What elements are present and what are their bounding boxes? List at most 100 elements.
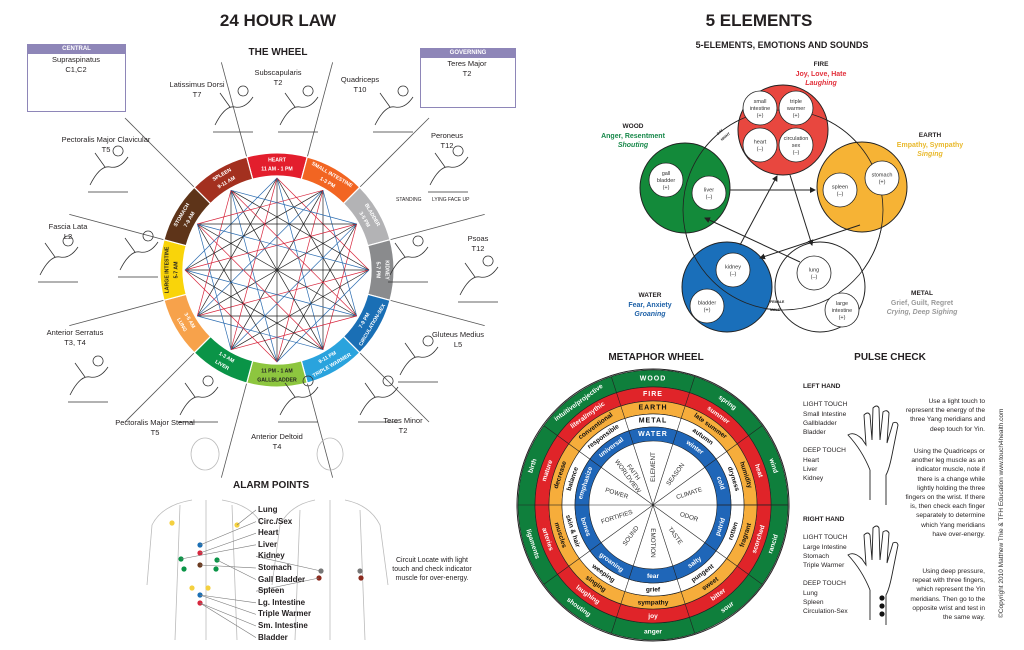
ring-divider xyxy=(628,430,634,445)
pulse-para-3: Using deep pressure, repeat with three f… xyxy=(910,568,985,622)
wheel-title: THE WHEEL xyxy=(248,47,308,58)
star-line xyxy=(184,269,357,317)
muscle-test-figure-icon xyxy=(278,375,319,423)
meridian: Kidney xyxy=(803,475,824,483)
deep-touch-label: DEEP TOUCH xyxy=(803,580,846,588)
meridian: Triple Warmer xyxy=(803,562,845,570)
organ-circle xyxy=(822,172,858,208)
alarm-point-label: Bladder xyxy=(258,632,288,642)
meridian: Liver xyxy=(803,465,818,473)
muscle-name: Subscapularis xyxy=(254,68,302,77)
meridian: Small Intestine xyxy=(803,410,847,418)
muscle-test-figure-icon xyxy=(388,235,429,283)
muscle-level: T7 xyxy=(192,90,202,99)
ring-divider xyxy=(689,617,696,634)
ring-divider xyxy=(748,574,763,585)
pulse-para-1: Use a light touch to represent the energ… xyxy=(905,398,985,433)
star-line xyxy=(230,177,278,350)
metaphor-item: fear xyxy=(647,573,660,580)
alarm-point-label: Kidney xyxy=(258,551,285,561)
title-24-hour-law: 24 HOUR LAW xyxy=(219,11,337,30)
alarm-point-label: Liver xyxy=(258,539,278,549)
meridian-time: 5-7 PM xyxy=(375,262,381,279)
organ-circle xyxy=(691,175,727,211)
cycle-label: DAY xyxy=(716,128,724,136)
ring-divider xyxy=(610,617,617,634)
pulse-check-title: PULSE CHECK xyxy=(854,352,926,363)
deep-touch-label: DEEP TOUCH xyxy=(803,447,846,455)
element-emotions: Grief, Guilt, Regret xyxy=(890,299,954,307)
meridian: Stomach xyxy=(803,552,830,560)
leader-line xyxy=(199,602,257,638)
element-sound: Shouting xyxy=(617,142,649,149)
alarm-point-label: Heart xyxy=(258,528,279,538)
metaphor-item: METAL xyxy=(639,417,668,424)
muscle-name: Supraspinatus xyxy=(52,55,100,64)
category-divider xyxy=(601,504,654,543)
title-5-elements: 5 ELEMENTS xyxy=(705,11,813,30)
category-divider xyxy=(652,504,674,566)
central-header: CENTRAL xyxy=(28,45,125,54)
organ-label: stomach(+) xyxy=(872,173,893,186)
ring-divider xyxy=(715,550,727,559)
star-line xyxy=(230,190,278,363)
metaphor-item: birth xyxy=(527,458,538,474)
element-emotions: Joy, Love, Hate xyxy=(795,70,847,78)
alarm-point-dot xyxy=(169,520,175,526)
category-divider xyxy=(652,444,674,506)
organ-circle xyxy=(864,160,900,196)
alarm-points-title: ALARM POINTS xyxy=(233,480,310,491)
alarm-point-dot xyxy=(357,568,363,574)
organ-circle xyxy=(778,90,814,126)
metaphor-ring xyxy=(574,426,732,584)
metaphor-item: EARTH xyxy=(638,404,667,411)
muscle-level: C1,C2 xyxy=(65,65,87,74)
metaphor-item: cold xyxy=(715,476,726,491)
muscle-test-figure-icon xyxy=(358,375,399,423)
organ-circle xyxy=(824,292,860,328)
metaphor-item: heat xyxy=(753,463,764,479)
element-emotions: Anger, Resentment xyxy=(601,132,665,140)
ring-divider xyxy=(579,550,591,559)
muscle-test-figure-icon xyxy=(38,235,79,283)
organ-label: bladder(+) xyxy=(698,301,717,314)
alarm-point-label: Lg. Intestine xyxy=(258,597,306,607)
muscle-test-figure-icon xyxy=(398,335,439,383)
element-name: METAL xyxy=(911,290,933,297)
category-divider xyxy=(632,504,654,566)
muscle-level: T2 xyxy=(398,426,408,435)
alarm-point-label: Triple Warmer xyxy=(258,609,312,619)
metaphor-item: WATER xyxy=(638,431,668,438)
governing-header: GOVERNING xyxy=(421,49,515,58)
leader-line xyxy=(199,594,257,604)
control-arrow-icon xyxy=(789,174,814,246)
star-line xyxy=(276,190,324,363)
ring-divider xyxy=(579,451,591,460)
ring-divider xyxy=(568,443,580,452)
star-line xyxy=(197,269,370,317)
muscle-level: T3, T4 xyxy=(64,338,86,347)
alarm-point-label: Lung xyxy=(258,505,278,514)
ring-divider xyxy=(543,425,558,436)
muscle-name: Peroneus xyxy=(430,131,464,140)
divider-line xyxy=(359,352,430,423)
leader-line xyxy=(255,577,320,592)
muscle-level: T2 xyxy=(273,78,283,87)
ring-divider xyxy=(620,591,626,605)
muscle-name: Latissimus Dorsi xyxy=(169,80,225,89)
muscle-name: Fascia Lata xyxy=(48,222,88,231)
star-line xyxy=(197,177,278,317)
muscle-name: Pectoralis Major Sternal xyxy=(115,418,195,427)
ring-divider xyxy=(736,565,749,575)
cycle-label: MALE xyxy=(770,308,781,312)
